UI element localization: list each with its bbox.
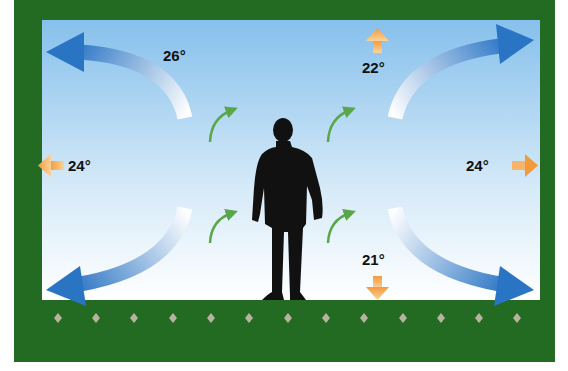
temperature-label: 21°: [362, 252, 385, 267]
temperature-label: 24°: [68, 158, 91, 173]
temperature-label: 22°: [362, 60, 385, 75]
person-silhouette: [252, 118, 323, 300]
temperature-label: 24°: [466, 158, 489, 173]
temperature-label: 26°: [163, 48, 186, 63]
frame: [14, 0, 555, 362]
floor-dots: [54, 313, 521, 323]
room: [42, 20, 540, 300]
heat-arrows: [38, 28, 538, 300]
air-flow-heads: [46, 24, 534, 306]
